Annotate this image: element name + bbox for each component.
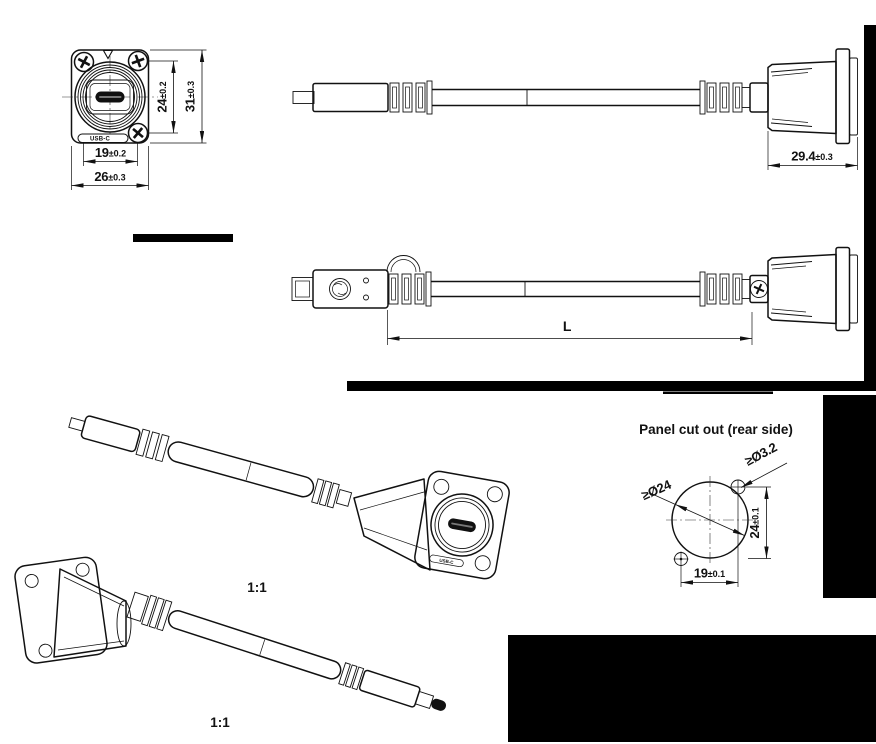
scale-label-1: 1:1 (247, 580, 267, 595)
iso1-shell-cone (353, 478, 431, 571)
panel-cutout-title: Panel cut out (rear side) (639, 422, 793, 437)
iso2-shell-rib (63, 576, 125, 607)
lanyard-arch (386, 255, 421, 273)
iso-view-2: 1:1 (14, 556, 447, 730)
panel-flange (835, 246, 851, 332)
svg-text:24±0.1: 24±0.1 (747, 507, 762, 538)
strain-relief-right (699, 271, 743, 307)
iso1-shell-rib (359, 491, 425, 511)
connector-shell (767, 253, 837, 325)
svg-text:L: L (563, 318, 572, 334)
redaction-bar-right-edge (864, 25, 876, 385)
svg-text:19±0.1: 19±0.1 (694, 566, 725, 581)
screw-hole (24, 573, 39, 588)
cable (432, 88, 700, 107)
dim-hole-spacing-horizontal: 19±0.1 (680, 494, 739, 587)
plug-tip (292, 91, 315, 104)
plug-body (312, 269, 389, 309)
side-view-middle: L (291, 246, 858, 345)
dim-connector-depth: 29.4±0.3 (767, 131, 858, 170)
dim-main-hole: ≥Ø24 (639, 476, 745, 536)
plug-tip-black (431, 698, 447, 711)
redaction-block-right (823, 395, 876, 598)
svg-text:≥Ø3.2: ≥Ø3.2 (742, 439, 779, 468)
plug-tip-inner (295, 280, 310, 298)
plug-body (312, 82, 389, 113)
side-view-top: 29.4±0.3 (292, 48, 858, 170)
iso2-shell-mouth (116, 600, 132, 647)
svg-text:29.4±0.3: 29.4±0.3 (791, 149, 833, 164)
coupler (749, 82, 769, 113)
strain-relief-left (388, 271, 432, 307)
screw-icon (486, 486, 503, 503)
orientation-arrow-icon (102, 49, 114, 60)
redaction-bar-horizontal (347, 381, 876, 391)
usb-label-text: USB-C (90, 137, 110, 143)
dim-outer-height: 31±0.3 (150, 49, 207, 144)
gasket-outline (86, 79, 134, 115)
usb-label-pill (77, 133, 129, 143)
strain-relief-left (389, 80, 433, 115)
screw-icon (474, 555, 491, 572)
dim-inner-height: 24±0.2 (147, 60, 178, 134)
iso2-shell-cone (53, 568, 127, 658)
rear-cap (849, 254, 858, 324)
coupler-screw-icon (750, 280, 768, 298)
rear-cap (849, 57, 858, 136)
gasket-inner (89, 83, 131, 111)
iso1-flange-face: USB-C (414, 470, 510, 580)
iso-view-1: USB-C 1:1 (68, 415, 510, 595)
vent-hole-top (363, 277, 369, 284)
brand-logo-icon (329, 278, 351, 300)
dim-hole-spacing-vertical: 24±0.1 (746, 486, 771, 559)
panel-flange (835, 48, 851, 145)
iso2-shell-rib2 (57, 640, 125, 651)
vent-hole-bottom (363, 294, 369, 301)
svg-text:26±0.3: 26±0.3 (94, 169, 125, 184)
scale-label-2: 1:1 (210, 715, 230, 730)
dim-cable-length: L (387, 310, 753, 345)
screw-top-left-icon (73, 51, 95, 73)
dim-small-hole: ≥Ø3.2 (740, 439, 788, 488)
dim-inner-width: 19±0.2 (83, 142, 138, 166)
cable (431, 280, 700, 298)
svg-text:24±0.2: 24±0.2 (155, 81, 170, 112)
panel-cutout-view: Panel cut out (rear side) ≥Ø24 ≥Ø3.2 (639, 422, 793, 587)
svg-text:19±0.2: 19±0.2 (95, 145, 126, 160)
screw-icon (433, 478, 450, 495)
screw-bottom-right-icon (127, 122, 149, 144)
locking-ring (74, 61, 146, 133)
iso1-cable-group (68, 415, 353, 509)
iso2-flange (14, 556, 108, 664)
dim-outer-width: 26±0.3 (71, 146, 149, 190)
strain-relief-right (699, 80, 743, 115)
connector-shell (767, 60, 837, 135)
screw-hole (75, 562, 90, 577)
iso2-cable-group (126, 591, 447, 711)
front-view: USB-C 19±0.2 26±0.3 (62, 49, 207, 190)
screw-hole (38, 643, 53, 658)
redaction-line-thin (663, 391, 773, 394)
svg-text:≥Ø24: ≥Ø24 (639, 476, 674, 503)
svg-text:31±0.3: 31±0.3 (183, 81, 198, 112)
anti-rotation-hole (730, 479, 746, 495)
neck (741, 87, 751, 108)
screw-top-right-icon (127, 50, 149, 72)
locating-hole (673, 551, 689, 567)
usb-label-pill (429, 554, 464, 568)
neck (741, 279, 751, 299)
redaction-block-bottom (508, 635, 876, 742)
redaction-bar-small (133, 234, 233, 242)
usb-label-text: USB-C (439, 558, 455, 566)
